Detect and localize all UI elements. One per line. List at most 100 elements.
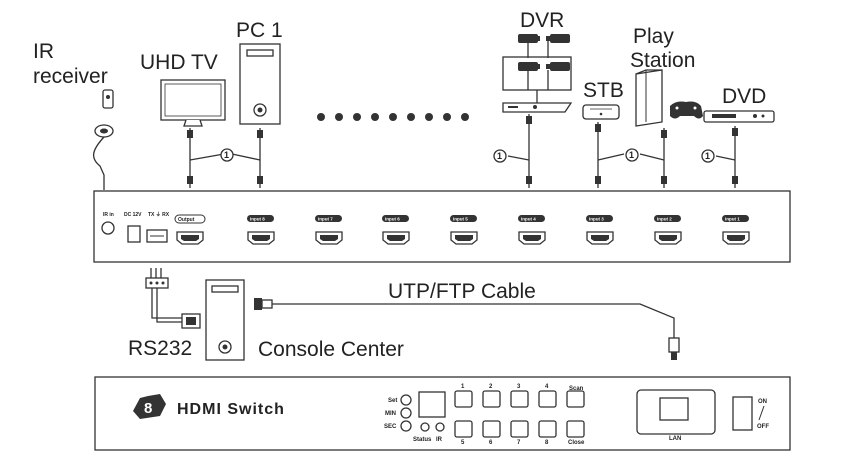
power-switch[interactable] (732, 396, 753, 431)
dvd-label: DVD (722, 85, 766, 108)
input-1-button[interactable] (454, 390, 473, 408)
sec-button[interactable] (400, 420, 412, 432)
camera-icon (518, 34, 540, 43)
ellipsis-dots (317, 113, 469, 121)
cable-callout: 1 (701, 149, 715, 163)
min-button[interactable] (400, 407, 412, 419)
hdmi-input-port: Input 5 (450, 215, 478, 245)
hdmi-input-ports: Input 8 Input 7 Input 6 Input 5 Input 4 Input… (247, 215, 750, 245)
on-label: ON (758, 399, 767, 405)
svg-text:1: 1 (629, 150, 634, 160)
camera-icon (518, 62, 540, 71)
cable-callout: 1 (625, 148, 639, 162)
status-led (420, 422, 430, 432)
playstation-label-1: Play (633, 25, 674, 48)
lan-port[interactable] (659, 397, 689, 421)
ir-sensor (435, 422, 445, 432)
output-label: Output (178, 217, 195, 223)
brand-logo-icon: 8 (133, 394, 166, 419)
input-port-label: Input 6 (385, 217, 400, 222)
cable-callout: 1 (493, 149, 507, 163)
cable-callout: 1 (220, 148, 234, 162)
input-number-label: 4 (545, 384, 549, 390)
svg-text:1: 1 (224, 150, 229, 160)
ir-in-port (101, 221, 115, 235)
input-number-label: 7 (517, 440, 521, 446)
uhd-tv-icon (160, 79, 226, 127)
lan-label: LAN (669, 436, 681, 442)
input-number-label: 1 (461, 384, 465, 390)
svg-text:1: 1 (705, 151, 710, 161)
input-port-label: Input 3 (589, 217, 604, 222)
dc-label: DC 12V (124, 212, 142, 218)
utp-cable (254, 298, 680, 360)
uhd-tv-label: UHD TV (140, 51, 218, 74)
utp-cable-label: UTP/FTP Cable (388, 280, 536, 303)
display-window (418, 391, 446, 418)
hdmi-input-port: Input 3 (586, 215, 614, 245)
playstation-icon (635, 69, 663, 127)
stb-label: STB (583, 79, 624, 102)
console-center-label: Console Center (258, 338, 404, 361)
ir-in-label: IR in (103, 212, 114, 218)
sec-label: SEC (384, 424, 397, 430)
svg-text:8: 8 (144, 400, 152, 417)
input-port-label: Input 4 (521, 217, 536, 222)
dc-port (127, 225, 141, 243)
close-label: Close (568, 440, 585, 446)
dvr-icon (502, 34, 573, 113)
rs232-connector-icon (145, 268, 201, 329)
output-tag (174, 214, 206, 224)
hdmi-input-port: Input 2 (654, 215, 682, 245)
scan-label: Scan (569, 386, 584, 392)
input-6-button[interactable] (482, 420, 501, 438)
hdmi-input-port: Input 1 (722, 215, 750, 245)
input-5-button[interactable] (454, 420, 473, 438)
stb-icon (582, 104, 620, 120)
input-7-button[interactable] (510, 420, 529, 438)
game-controller-icon (670, 101, 703, 119)
input-number-label: 8 (545, 440, 549, 446)
set-label: Set (388, 398, 397, 404)
dvr-label: DVR (520, 9, 564, 32)
txrx-label: TX ⏚ RX (148, 211, 170, 218)
hdmi-input-port: Input 6 (382, 215, 410, 245)
scan-button[interactable] (566, 390, 585, 408)
input-4-button[interactable] (538, 390, 557, 408)
rear-panel: IR in DC 12V TX ⏚ RX Output (93, 190, 791, 263)
input-port-label: Input 1 (725, 217, 740, 222)
pc1-tower-icon (239, 43, 281, 125)
off-label: OFF (757, 424, 769, 430)
input-port-label: Input 8 (250, 217, 265, 222)
input-port-label: Input 5 (453, 217, 468, 222)
ir-receiver-icon (93, 89, 114, 190)
input-2-button[interactable] (482, 390, 501, 408)
input-number-label: 2 (489, 384, 493, 390)
input-port-label: Input 2 (657, 217, 672, 222)
input-3-button[interactable] (510, 390, 529, 408)
rs232-label: RS232 (128, 337, 192, 360)
hdmi-input-port: Input 7 (315, 215, 343, 245)
playstation-label-2: Station (630, 49, 695, 72)
hdmi-cables (187, 114, 738, 188)
input-number-label: 5 (461, 440, 465, 446)
hdmi-input-port: Input 8 (247, 215, 275, 245)
ir-receiver-label-2: receiver (33, 65, 108, 88)
camera-icon (546, 34, 570, 43)
console-center-tower-icon (205, 279, 245, 361)
switch-divider (758, 405, 765, 421)
ir-receiver-label-1: IR (33, 40, 54, 63)
input-port-label: Input 7 (318, 217, 333, 222)
status-label: Status (413, 437, 432, 443)
set-button[interactable] (400, 394, 412, 406)
input-8-button[interactable] (538, 420, 557, 438)
hdmi-input-port: Input 4 (518, 215, 546, 245)
svg-text:1: 1 (497, 151, 502, 161)
dvd-player-icon (703, 110, 775, 123)
camera-icon (546, 62, 570, 71)
input-number-label: 6 (489, 440, 493, 446)
min-label: MIN (385, 411, 396, 417)
close-button[interactable] (566, 420, 585, 438)
